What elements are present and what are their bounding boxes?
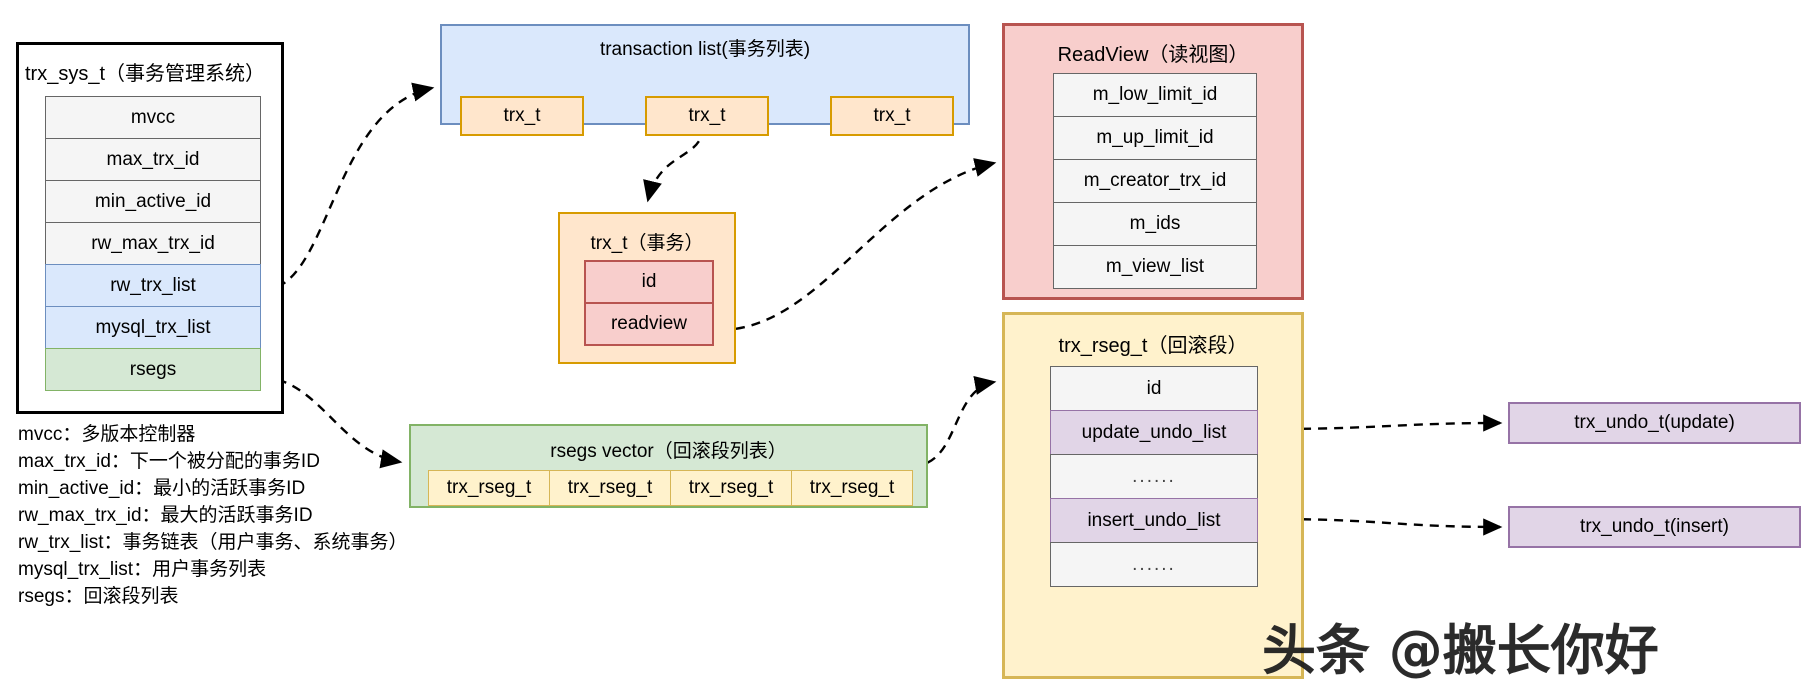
legend-line-mysql-trx-list: mysql_trx_list：用户事务列表 [18,559,267,580]
rsegs-vector-cells: trx_rseg_t trx_rseg_t trx_rseg_t trx_rse… [428,470,913,506]
legend-line-min-active-id: min_active_id：最小的活跃事务ID [18,478,306,499]
trx-rseg-field-ellipsis-1: ...... [1050,454,1258,499]
arrow-insertundolist-to-trxundo-insert [1269,517,1503,536]
legend-line-max-trx-id: max_trx_id：下一个被分配的事务ID [18,451,320,472]
rsegs-vector-cell-2[interactable]: trx_rseg_t [549,470,671,506]
rsegs-vector-cell-1[interactable]: trx_rseg_t [428,470,550,506]
readview-field-m-up-limit-id[interactable]: m_up_limit_id [1053,116,1257,160]
legend-line-rw-max-trx-id: rw_max_trx_id：最大的活跃事务ID [18,505,313,526]
trx-sys-field-rw-trx-list[interactable]: rw_trx_list [45,264,261,307]
trx-undo-update-box[interactable]: trx_undo_t(update) [1508,402,1801,444]
trx-rseg-field-id[interactable]: id [1050,366,1258,411]
readview-field-m-low-limit-id[interactable]: m_low_limit_id [1053,73,1257,117]
readview-title: ReadView（读视图） [1057,44,1249,66]
transaction-list-node-2[interactable]: trx_t [645,96,769,136]
transaction-list-box: transaction list(事务列表) trx_t trx_t trx_t [440,24,970,136]
readview-field-m-ids[interactable]: m_ids [1053,202,1257,246]
rsegs-vector-cell-3[interactable]: trx_rseg_t [670,470,792,506]
legend-line-rsegs: rsegs：回滚段列表 [18,586,179,607]
transaction-list-node-3[interactable]: trx_t [830,96,954,136]
readview-field-m-creator-trx-id[interactable]: m_creator_trx_id [1053,159,1257,203]
trx-rseg-box: trx_rseg_t（回滚段） id update_undo_list ....… [1002,312,1304,679]
rsegs-vector-title: rsegs vector（回滚段列表） [550,441,787,462]
trx-sys-field-max-trx-id[interactable]: max_trx_id [45,138,261,181]
trx-sys-field-mysql-trx-list[interactable]: mysql_trx_list [45,306,261,349]
trx-sys-field-rsegs[interactable]: rsegs [45,348,261,391]
trx-sys-field-rw-max-trx-id[interactable]: rw_max_trx_id [45,222,261,265]
readview-box: ReadView（读视图） m_low_limit_id m_up_limit_… [1002,23,1304,300]
readview-field-m-view-list[interactable]: m_view_list [1053,245,1257,289]
readview-field-list: m_low_limit_id m_up_limit_id m_creator_t… [1053,73,1257,289]
trx-sys-field-min-active-id[interactable]: min_active_id [45,180,261,223]
trx-undo-insert-box[interactable]: trx_undo_t(insert) [1508,506,1801,548]
trx-t-detail-title: trx_t（事务） [590,233,704,254]
rsegs-vector-cell-4[interactable]: trx_rseg_t [791,470,913,506]
trx-t-field-readview[interactable]: readview [584,302,714,346]
trx-t-field-id[interactable]: id [584,260,714,304]
transaction-list-node-1[interactable]: trx_t [460,96,584,136]
trx-sys-field-list: mvcc max_trx_id min_active_id rw_max_trx… [45,96,261,391]
rsegs-vector-box: rsegs vector（回滚段列表） trx_rseg_t trx_rseg_… [409,424,928,508]
legend-line-rw-trx-list: rw_trx_list：事务链表（用户事务、系统事务） [18,532,408,553]
trx-sys-field-mvcc[interactable]: mvcc [45,96,261,139]
trx-sys-title: trx_sys_t（事务管理系统） [25,63,266,85]
trx-rseg-title: trx_rseg_t（回滚段） [1058,335,1248,357]
legend-line-mvcc: mvcc：多版本控制器 [18,424,196,445]
trx-t-field-list: id readview [584,260,714,346]
trx-rseg-field-update-undo-list[interactable]: update_undo_list [1050,410,1258,455]
watermark-text: 头条 @搬长你好 [1262,619,1659,682]
trx-rseg-field-insert-undo-list[interactable]: insert_undo_list [1050,498,1258,543]
trx-sys-box: trx_sys_t（事务管理系统） mvcc max_trx_id min_ac… [16,42,284,414]
arrow-rwtrxlist-to-transaction-list [261,82,435,292]
legend-block: mvcc：多版本控制器 max_trx_id：下一个被分配的事务ID min_a… [18,421,578,610]
arrow-updateundolist-to-trxundo-update [1269,414,1503,432]
trx-rseg-field-list: id update_undo_list ...... insert_undo_l… [1050,366,1258,587]
trx-t-detail-box: trx_t（事务） id readview [558,212,736,364]
trx-rseg-field-ellipsis-2: ...... [1050,542,1258,587]
arrow-trxt-to-trxt-detail [643,125,705,203]
transaction-list-title: transaction list(事务列表) [599,39,811,60]
arrow-readview-to-readview-box [719,158,997,332]
